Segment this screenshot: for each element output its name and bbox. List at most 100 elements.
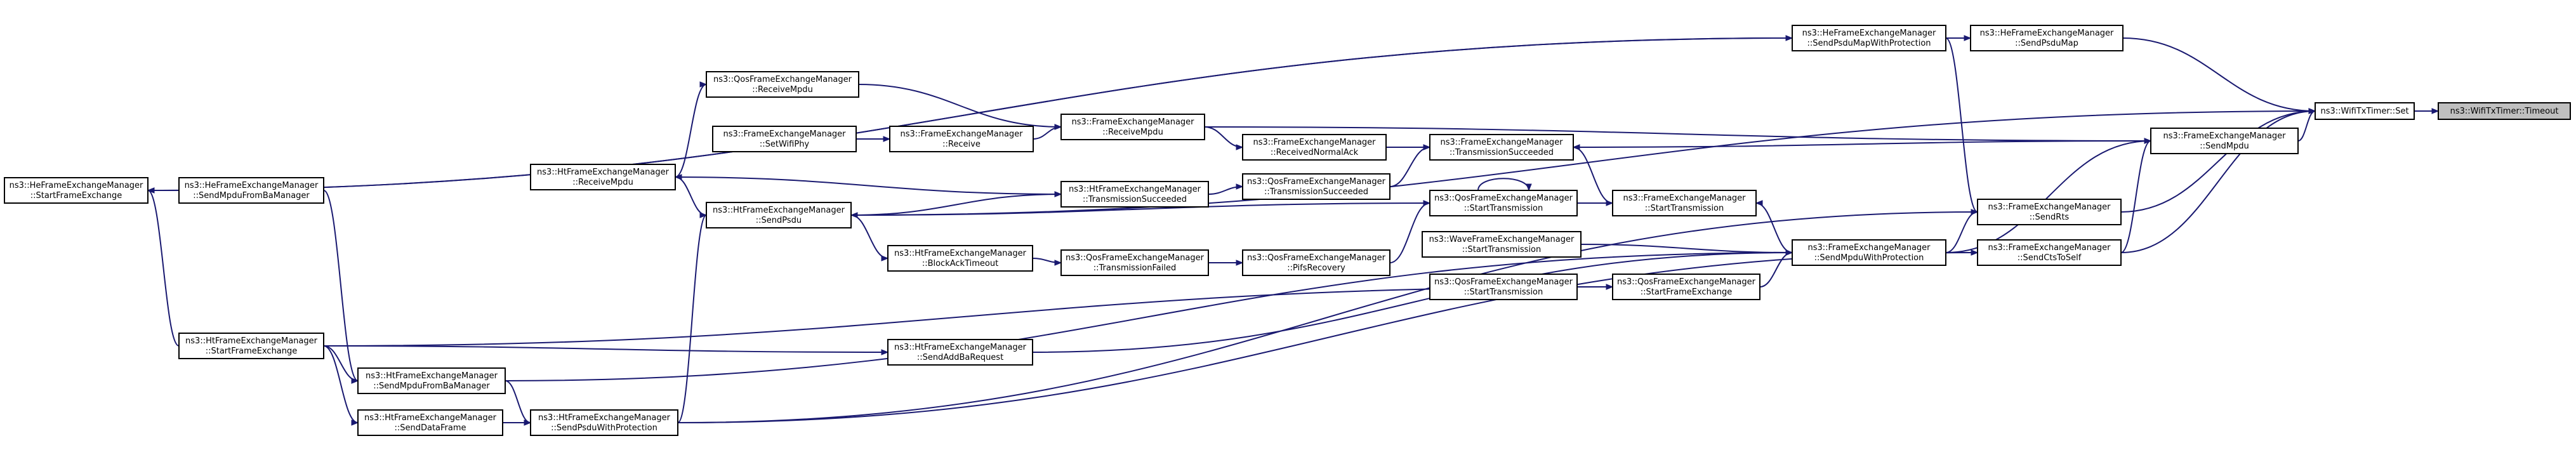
node-ht-send-psdu-with-protection[interactable]: ns3::HtFrameExchangeManager::SendPsduWit… <box>530 409 678 436</box>
edge-fe-send-mpdu-to-fe-transmission-succeeded <box>1572 140 2151 150</box>
node-ht-start-frame-exchange[interactable]: ns3::HtFrameExchangeManager::StartFrameE… <box>178 333 324 359</box>
node-ht-transmission-succeeded[interactable]: ns3::HtFrameExchangeManager::Transmissio… <box>1060 181 1209 208</box>
node-box <box>178 177 324 204</box>
node-ht-send-psdu[interactable]: ns3::HtFrameExchangeManager::SendPsdu <box>706 202 852 228</box>
node-label-line: ::SendPsduWithProtection <box>551 423 657 433</box>
node-fe-receive[interactable]: ns3::FrameExchangeManager::Receive <box>889 126 1034 152</box>
node-label-line: ns3::QosFrameExchangeManager <box>1247 177 1386 187</box>
node-label-line: ns3::FrameExchangeManager <box>900 129 1023 139</box>
node-box <box>1242 249 1390 276</box>
node-ht-receive-mpdu[interactable]: ns3::HtFrameExchangeManager::ReceiveMpdu <box>530 164 676 190</box>
node-label-line: ns3::HtFrameExchangeManager <box>713 206 845 215</box>
node-qos-start-transmission[interactable]: ns3::QosFrameExchangeManager::StartTrans… <box>1429 190 1578 216</box>
node-label-line: ::SendMpduWithProtection <box>1814 253 1924 263</box>
node-label-line: ns3::QosFrameExchangeManager <box>1434 194 1573 203</box>
node-wifi-tx-timer-set[interactable]: ns3::WifiTxTimer::Set <box>2315 102 2415 120</box>
edge-fe-set-wifi-phy-to-fe-receive <box>855 136 891 142</box>
node-fe-received-normal-ack[interactable]: ns3::FrameExchangeManager::ReceivedNorma… <box>1242 134 1387 161</box>
node-box <box>1422 231 1582 258</box>
node-qos-start-frame-exchange[interactable]: ns3::QosFrameExchangeManager::StartFrame… <box>1612 274 1760 300</box>
edge-he-send-mpdu-from-ba-manager-to-ht-send-mpdu-from-ba-manager <box>323 190 359 384</box>
edge-ht-start-frame-exchange-to-ht-send-mpdu-from-ba-manager <box>323 345 359 384</box>
node-label-line: ::StartFrameExchange <box>206 347 298 356</box>
edge-he-send-psdu-map-to-wifi-tx-timer-set <box>2122 37 2316 114</box>
node-he-start-frame-exchange[interactable]: ns3::HeFrameExchangeManager::StartFrameE… <box>4 177 149 204</box>
node-box <box>2150 128 2299 154</box>
node-label-line: ::TransmissionSucceeded <box>1083 195 1187 204</box>
node-fe-transmission-succeeded[interactable]: ns3::FrameExchangeManager::TransmissionS… <box>1429 134 1574 161</box>
edge-ht-start-frame-exchange-to-ht-send-add-ba-request <box>323 345 889 355</box>
node-box <box>1429 134 1574 161</box>
node-label-line: ::SendCtsToSelf <box>2018 253 2082 263</box>
node-qos-pifs-recovery[interactable]: ns3::QosFrameExchangeManager::PifsRecove… <box>1242 249 1390 276</box>
edge-qos-transmission-failed-to-qos-pifs-recovery <box>1208 260 1244 266</box>
node-box <box>357 367 506 394</box>
edge-he-send-psdu-map-with-protection-to-he-start-frame-exchange <box>147 37 1793 194</box>
node-label-line: ns3::WaveFrameExchangeManager <box>1429 235 1575 244</box>
node-wave-start-transmission[interactable]: ns3::WaveFrameExchangeManager::StartTran… <box>1422 231 1582 258</box>
node-label-line: ns3::HtFrameExchangeManager <box>538 413 671 423</box>
node-fe-set-wifi-phy[interactable]: ns3::FrameExchangeManager::SetWifiPhy <box>712 126 857 152</box>
edge-ht-transmission-succeeded-to-qos-transmission-succeeded <box>1208 183 1244 195</box>
node-ht-send-add-ba-request[interactable]: ns3::HtFrameExchangeManager::SendAddBaRe… <box>887 339 1033 366</box>
node-label-line: ns3::WifiTxTimer::Set <box>2320 107 2408 116</box>
node-qos-transmission-failed[interactable]: ns3::QosFrameExchangeManager::Transmissi… <box>1060 249 1209 276</box>
node-box <box>2315 102 2415 120</box>
node-ht-send-data-frame[interactable]: ns3::HtFrameExchangeManager::SendDataFra… <box>357 409 503 436</box>
node-ht-send-mpdu-from-ba-manager[interactable]: ns3::HtFrameExchangeManager::SendMpduFro… <box>357 367 506 394</box>
node-box <box>1612 190 1757 216</box>
edge-ht-send-psdu-to-ht-block-ack-timeout <box>850 215 889 261</box>
node-label-line: ns3::HeFrameExchangeManager <box>10 181 143 190</box>
edge-fe-start-transmission-to-fe-transmission-succeeded <box>1572 144 1613 204</box>
node-qos-transmission-succeeded[interactable]: ns3::QosFrameExchangeManager::Transmissi… <box>1242 173 1390 200</box>
node-he-send-psdu-map[interactable]: ns3::HeFrameExchangeManager::SendPsduMap <box>1970 25 2124 51</box>
node-label-line: ::SendPsdu <box>756 216 802 225</box>
node-label-line: ns3::HeFrameExchangeManager <box>1802 29 1936 38</box>
edge-wifi-tx-timer-set-to-wifi-tx-timer-timeout <box>2414 108 2440 114</box>
node-fe-send-rts[interactable]: ns3::FrameExchangeManager::SendRts <box>1977 199 2122 225</box>
node-label-line: ns3::FrameExchangeManager <box>1988 243 2111 253</box>
edge-qos-receive-mpdu-to-fe-receive-mpdu <box>858 84 1062 130</box>
node-label-line: ::StartTransmission <box>1462 245 1542 254</box>
node-box <box>530 409 678 436</box>
node-label-line: ns3::HtFrameExchangeManager <box>366 371 498 381</box>
node-he-send-psdu-map-with-protection[interactable]: ns3::HeFrameExchangeManager::SendPsduMap… <box>1792 25 1946 51</box>
node-box <box>4 177 149 204</box>
edge-ht-send-mpdu-from-ba-manager-to-fe-send-mpdu-with-protection <box>505 249 1793 381</box>
node-label-line: ns3::WifiTxTimer::Timeout <box>2450 107 2559 116</box>
node-label-line: ns3::QosFrameExchangeManager <box>1247 253 1386 263</box>
node-fe-receive-mpdu[interactable]: ns3::FrameExchangeManager::ReceiveMpdu <box>1060 114 1205 140</box>
node-label-line: ns3::QosFrameExchangeManager <box>1434 277 1573 287</box>
node-label-line: ::ReceiveMpdu <box>572 178 633 187</box>
node-box <box>706 71 859 98</box>
node-label-line: ns3::QosFrameExchangeManager <box>1617 277 1756 287</box>
edge-ht-send-psdu-to-ht-transmission-succeeded <box>850 191 1062 216</box>
node-wifi-tx-timer-timeout[interactable]: ns3::WifiTxTimer::Timeout <box>2438 102 2571 120</box>
node-box <box>1060 114 1205 140</box>
node-label-line: ::PifsRecovery <box>1287 263 1345 273</box>
node-fe-send-mpdu-with-protection[interactable]: ns3::FrameExchangeManager::SendMpduWithP… <box>1792 239 1946 266</box>
node-he-send-mpdu-from-ba-manager[interactable]: ns3::HeFrameExchangeManager::SendMpduFro… <box>178 177 324 204</box>
node-qos-start-transmission2[interactable]: ns3::QosFrameExchangeManager::StartTrans… <box>1429 274 1578 300</box>
node-label-line: ::SetWifiPhy <box>760 140 810 149</box>
node-fe-send-cts-to-self[interactable]: ns3::FrameExchangeManager::SendCtsToSelf <box>1977 239 2122 266</box>
node-label-line: ::StartTransmission <box>1464 287 1543 297</box>
node-box <box>1612 274 1760 300</box>
node-label-line: ::ReceiveMpdu <box>1102 128 1163 137</box>
node-label-line: ::ReceivedNormalAck <box>1271 148 1359 157</box>
node-label-line: ns3::HtFrameExchangeManager <box>894 343 1027 352</box>
node-fe-send-mpdu[interactable]: ns3::FrameExchangeManager::SendMpdu <box>2150 128 2299 154</box>
node-box <box>1060 249 1209 276</box>
node-box <box>1429 190 1578 216</box>
node-label-line: ::ReceiveMpdu <box>752 85 813 95</box>
node-qos-receive-mpdu[interactable]: ns3::QosFrameExchangeManager::ReceiveMpd… <box>706 71 859 98</box>
node-fe-start-transmission[interactable]: ns3::FrameExchangeManager::StartTransmis… <box>1612 190 1757 216</box>
node-ht-block-ack-timeout[interactable]: ns3::HtFrameExchangeManager::BlockAckTim… <box>887 245 1033 272</box>
node-label-line: ns3::FrameExchangeManager <box>1071 117 1194 127</box>
node-box <box>887 245 1033 272</box>
edge-fe-send-mpdu-to-wifi-tx-timer-set <box>2297 108 2316 142</box>
edge-ht-send-psdu-to-ht-receive-mpdu <box>674 174 707 216</box>
node-label-line: ns3::HeFrameExchangeManager <box>185 181 319 190</box>
node-label-line: ::TransmissionSucceeded <box>1264 187 1368 197</box>
